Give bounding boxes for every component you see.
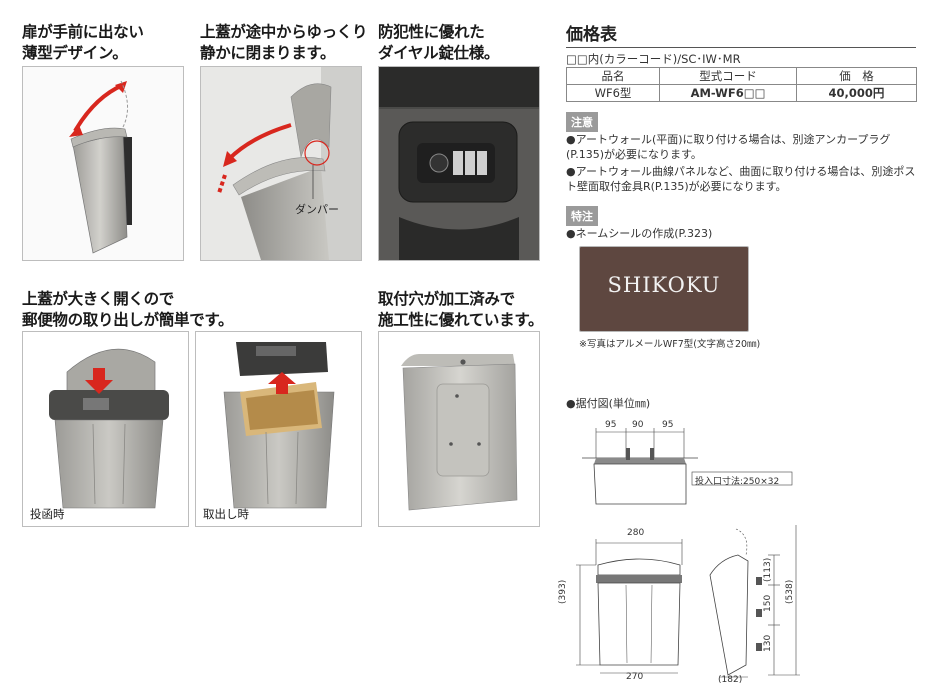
table-row: WF6型 AM-WF6□□ 40,000円 (566, 84, 917, 102)
price-table: 品名 型式コード 価 格 WF6型 AM-WF6□□ 40,000円 (566, 67, 917, 102)
top-dim-3: 95 (662, 420, 674, 430)
feature4-line1: 上蓋が大きく開くので (22, 290, 175, 308)
mailbox-posting-illustration (49, 348, 169, 509)
feature1-photo (22, 66, 184, 261)
price-title: 価格表 (566, 25, 617, 45)
front-height: (393) (558, 579, 568, 604)
special-tag: 特注 (566, 206, 598, 226)
feature1-line2: 薄型デザイン。 (22, 44, 128, 62)
side-dim-3: 130 (763, 634, 773, 652)
feature4-headline: 上蓋が大きく開くので 郵便物の取り出しが簡単です。 (22, 289, 234, 331)
feature4-line2: 郵便物の取り出しが簡単です。 (22, 311, 234, 329)
feature5-photo (378, 331, 540, 527)
price-table-header: 品名 型式コード 価 格 (566, 67, 917, 85)
mailbox-retrieval-illustration (223, 342, 335, 509)
front-side-drawing (576, 525, 800, 678)
damper-label: ダンパー (295, 203, 339, 216)
header-price: 価 格 (796, 67, 917, 85)
photo-note: ※写真はアルメールWF7型(文字高さ20㎜) (579, 339, 761, 350)
posting-caption: 投函時 (30, 507, 65, 521)
title-divider (566, 47, 916, 48)
feature5-headline: 取付穴が加工済みで 施工性に優れています。 (378, 289, 543, 331)
name-plate-photo: SHIKOKU (579, 246, 749, 332)
feature2-photo: ダンパー (200, 66, 362, 261)
feature3-line1: 防犯性に優れた (378, 23, 485, 41)
slot-size: 投入口寸法:250×32 (695, 477, 780, 487)
caution-item-2: ●アートウォール曲線パネルなど、曲面に取り付ける場合は、別途ポスト壁面取付金具R… (566, 165, 916, 193)
feature5-line2: 施工性に優れています。 (378, 311, 544, 329)
thin-mailbox-illustration (69, 80, 132, 254)
feature4-photo-retrieval: 取出し時 (195, 331, 362, 527)
side-depth: (182) (718, 675, 743, 685)
caution-item-1: ●アートウォール(平面)に取り付ける場合は、別途アンカープラグ(P.135)が必… (566, 133, 891, 161)
top-dim-2: 90 (632, 420, 644, 430)
header-name: 品名 (566, 67, 660, 85)
feature2-line1: 上蓋が途中からゆっくり (200, 23, 368, 41)
name-plate-text: SHIKOKU (607, 273, 721, 297)
top-dim-1: 95 (605, 420, 617, 430)
feature1-line1: 扉が手前に出ない (22, 23, 144, 41)
top-view-drawing (582, 428, 793, 505)
caution-tag: 注意 (566, 112, 598, 132)
front-width-top: 280 (627, 528, 645, 538)
feature3-photo (378, 66, 540, 261)
feature5-line1: 取付穴が加工済みで (378, 290, 515, 308)
row-code: AM-WF6□□ (659, 84, 797, 102)
front-width-bottom: 270 (626, 672, 644, 682)
retrieval-caption: 取出し時 (203, 507, 249, 521)
side-dim-1: (113) (763, 557, 773, 582)
feature2-line2: 静かに閉まります。 (200, 44, 336, 62)
feature3-line2: ダイヤル錠仕様。 (378, 44, 500, 62)
dial-lock-illustration (379, 67, 539, 260)
special-item: ●ネームシールの作成(P.323) (566, 227, 713, 240)
feature1-headline: 扉が手前に出ない 薄型デザイン。 (22, 22, 144, 64)
color-codes: □□内(カラーコード)/SC･IW･MR (566, 52, 741, 66)
header-code: 型式コード (659, 67, 797, 85)
feature4-photo-posting: 投函時 (22, 331, 189, 527)
feature3-headline: 防犯性に優れた ダイヤル錠仕様。 (378, 22, 499, 64)
side-dim-2: 150 (763, 594, 773, 612)
side-total: (538) (785, 579, 795, 604)
feature2-headline: 上蓋が途中からゆっくり 静かに閉まります。 (200, 22, 368, 64)
diagram-title: ●据付図(単位㎜) (566, 397, 651, 410)
damper-lid-illustration (217, 67, 361, 260)
row-name: WF6型 (566, 84, 660, 102)
row-price: 40,000円 (796, 84, 917, 102)
mounting-holes-illustration (401, 354, 518, 511)
